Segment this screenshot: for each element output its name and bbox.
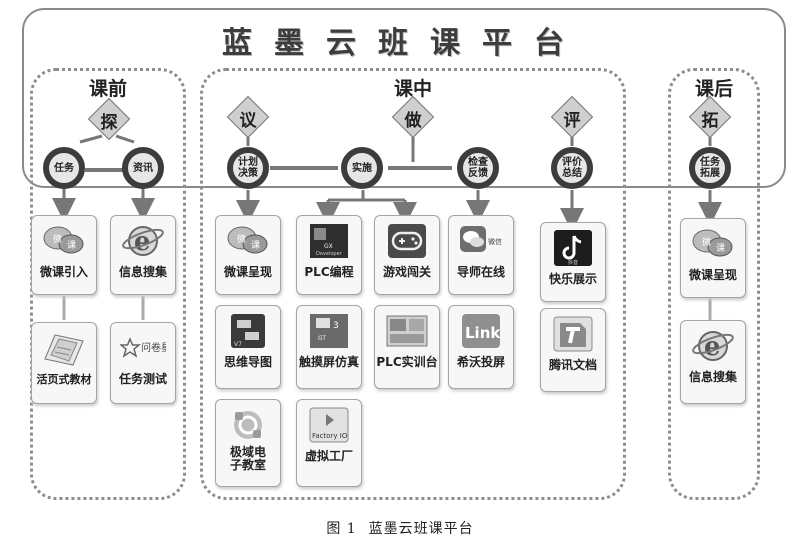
tool-label: 思维导图 (223, 355, 272, 369)
post-class-panel (668, 68, 760, 500)
tool-label: 游戏闯关 (382, 265, 431, 279)
tool-label: 微课呈现 (688, 268, 737, 282)
tool-card-plc-programming: GX Developer PLC编程 (296, 215, 362, 295)
tool-card-seewo-cast: Link 希沃投屏 (448, 305, 514, 389)
tool-label: 微课引入 (39, 265, 88, 279)
link-line (115, 134, 135, 144)
svg-text:课: 课 (67, 240, 76, 251)
tencent-docs-icon (553, 316, 593, 352)
weike-icon: 微 课 (43, 226, 84, 254)
tool-card-happy-showcase: 抖音 快乐展示 (540, 222, 606, 302)
node-plan: 计划 决策 (227, 147, 269, 189)
tool-label: 腾讯文档 (548, 358, 597, 372)
node-extend-task: 任务 拓展 (689, 147, 731, 189)
tool-card-post-micro-lesson: 微 课 微课呈现 (680, 218, 746, 298)
star-icon: 问卷星 (120, 337, 166, 358)
svg-text:微: 微 (53, 233, 62, 245)
in-class-panel (200, 68, 626, 500)
mindmap-icon: V7 (231, 314, 265, 348)
diamond-do: 做 (391, 95, 435, 139)
tool-card-mind-map: V7 思维导图 (215, 305, 281, 389)
wechat-text: 微信 (488, 237, 502, 246)
tool-label: 导师在线 (456, 265, 505, 279)
ie-icon: e (692, 331, 734, 362)
tool-label: 任务测试 (118, 372, 167, 386)
weike-icon: 微 课 (692, 229, 733, 257)
svg-text:微: 微 (702, 236, 711, 248)
figure-caption-text: 蓝墨云班课平台 (368, 521, 474, 537)
diamond-explore: 探 (87, 97, 131, 141)
tool-card-task-test: 问卷星 任务测试 (110, 322, 176, 404)
tool-card-virtual-factory: Factory IO 虚拟工厂 (296, 399, 362, 487)
tool-label: 极域电 子教室 (229, 445, 266, 472)
wenjuan-text: 问卷星 (141, 341, 166, 354)
tool-label: 触摸屏仿真 (298, 355, 359, 369)
node-task: 任务 (43, 147, 85, 189)
tool-card-loose-leaf-textbook: 活页式教材 (31, 322, 97, 404)
tool-card-plc-trainer: PLC实训台 (374, 305, 440, 389)
textbook-icon (44, 334, 84, 366)
tool-card-classroom: 极域电 子教室 (215, 399, 281, 487)
diamond-evaluate: 评 (550, 95, 594, 139)
figure-caption: 图 1 蓝墨云班课平台 (0, 518, 800, 538)
tool-label: 微课呈现 (223, 265, 272, 279)
svg-text:微: 微 (237, 233, 246, 245)
tool-card-tencent-docs: 腾讯文档 (540, 308, 606, 392)
tool-card-mentor-online: 微信 导师在线 (448, 215, 514, 295)
node-info: 资讯 (122, 147, 164, 189)
factory-io-text: Factory IO (312, 432, 348, 440)
weike-icon: 微 课 (227, 226, 268, 254)
tool-label: 虚拟工厂 (304, 449, 353, 463)
tool-label: 活页式教材 (36, 373, 92, 386)
tool-label: 希沃投屏 (456, 355, 505, 369)
svg-text:课: 课 (716, 243, 725, 254)
svg-text:GX: GX (324, 243, 333, 250)
post-class-label: 课后 (694, 78, 733, 100)
ie-icon: e (122, 226, 164, 257)
trainer-board-icon (386, 315, 428, 347)
svg-text:3: 3 (333, 321, 339, 331)
factory-io-icon: Factory IO (309, 407, 349, 443)
node-check: 检查 反馈 (457, 147, 499, 189)
tool-label: 快乐展示 (548, 272, 597, 286)
douyin-icon: 抖音 (554, 230, 592, 266)
wechat-icon: 微信 (460, 226, 502, 252)
tool-card-hmi-simulation: 3 GT 触摸屏仿真 (296, 305, 362, 389)
tool-card-info-search: e 信息搜集 (110, 215, 176, 295)
link-text: Link (465, 324, 501, 342)
svg-text:Developer: Developer (316, 251, 343, 257)
tool-card-post-info-search: e 信息搜集 (680, 320, 746, 404)
plc-software-icon: GX Developer (310, 224, 348, 258)
gamepad-icon (388, 224, 426, 258)
node-summary: 评价 总结 (551, 147, 593, 189)
in-class-label: 课中 (393, 78, 432, 100)
hmi-sim-icon: 3 GT (310, 314, 348, 348)
tool-label: 信息搜集 (688, 370, 737, 384)
link-line (79, 134, 103, 144)
svg-text:课: 课 (251, 240, 260, 251)
tool-label: 信息搜集 (118, 265, 167, 279)
tool-card-micro-lesson-present: 微 课 微课呈现 (215, 215, 281, 295)
figure-number: 图 1 (326, 521, 357, 537)
classroom-icon (234, 411, 262, 439)
platform-frame (22, 8, 786, 188)
tool-card-micro-lesson: 微 课 微课引入 (31, 215, 97, 295)
pre-class-label: 课前 (88, 78, 127, 100)
svg-text:GT: GT (318, 335, 326, 342)
diamond-discuss: 议 (226, 95, 270, 139)
svg-text:V7: V7 (234, 341, 242, 348)
douyin-text: 抖音 (568, 259, 578, 266)
tool-label: PLC实训台 (376, 355, 438, 369)
tool-label: PLC编程 (304, 265, 354, 279)
node-implement: 实施 (341, 147, 383, 189)
diamond-extend: 拓 (688, 95, 732, 139)
tool-card-game-levels: 游戏闯关 (374, 215, 440, 295)
platform-title: 蓝墨云班课平台 (222, 26, 586, 61)
link-icon: Link (462, 314, 501, 348)
